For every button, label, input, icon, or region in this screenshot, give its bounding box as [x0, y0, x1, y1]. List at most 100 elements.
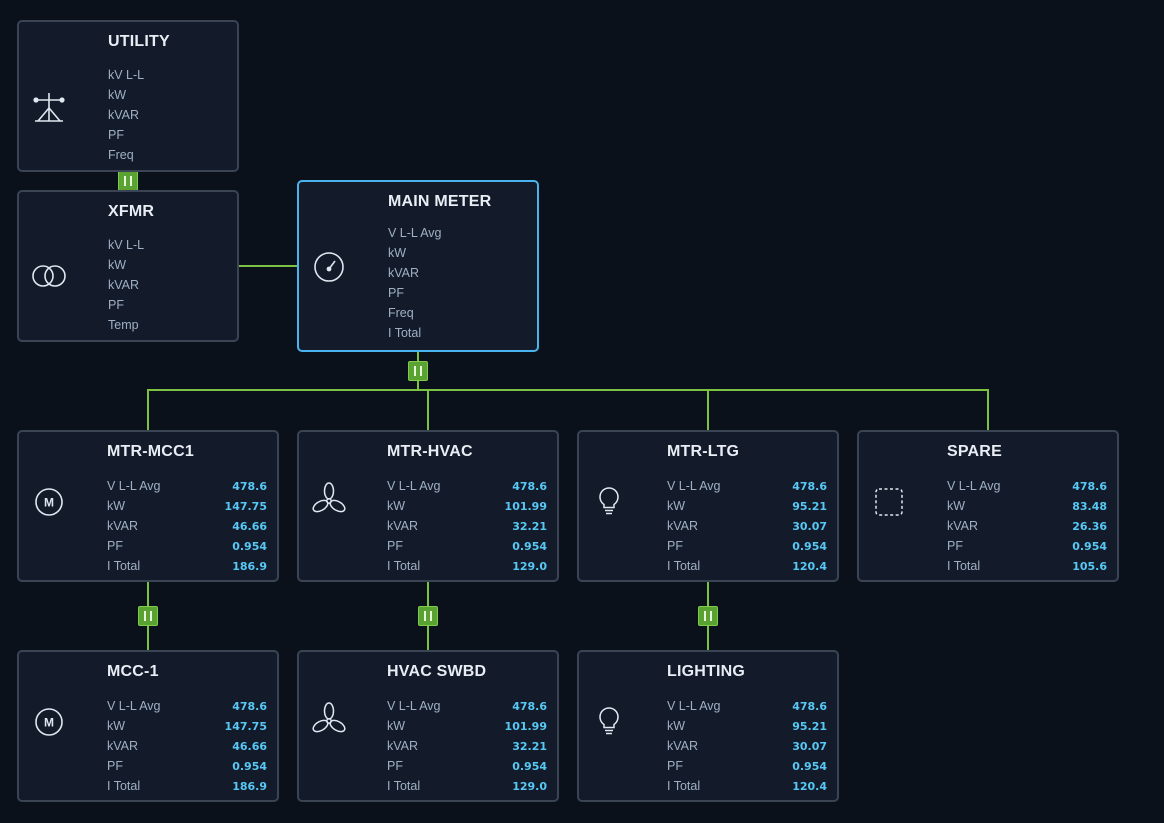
measurement-label: kV L-L	[108, 238, 145, 252]
measurement-value: 478.6	[232, 480, 267, 493]
measurement-row: kW	[388, 243, 527, 263]
node-title: XFMR	[108, 203, 155, 220]
measurement-label: V L-L Avg	[947, 479, 1001, 493]
node-utility[interactable]: UTILITY kV L-L kW kVAR PF Freq	[17, 20, 239, 172]
measurement-label: kW	[108, 88, 127, 102]
measurement-value: 32.21	[512, 520, 547, 533]
measurement-value: 478.6	[512, 700, 547, 713]
measurement-row: Temp	[108, 315, 227, 335]
measurement-label: kVAR	[387, 519, 419, 533]
measurement-value: 32.21	[512, 740, 547, 753]
distribution-bus	[147, 389, 989, 391]
measurement-value: 26.36	[1072, 520, 1107, 533]
bus-drop-mtr-ltg	[707, 389, 709, 433]
breaker-hvac[interactable]	[418, 606, 438, 626]
measurement-value: 0.954	[232, 760, 267, 773]
measurement-row: kW 101.99	[387, 716, 547, 736]
breaker-mcc1[interactable]	[138, 606, 158, 626]
lightbulb-icon	[589, 702, 629, 742]
measurement-row: kVAR	[108, 275, 227, 295]
measurement-value: 0.954	[512, 760, 547, 773]
bus-drop-spare	[987, 389, 989, 433]
measurement-label: V L-L Avg	[667, 479, 721, 493]
node-title: MTR-LTG	[667, 443, 740, 460]
measurement-label: Freq	[108, 148, 134, 162]
measurement-label: I Total	[667, 559, 701, 573]
measurement-row: kVAR	[108, 105, 227, 125]
measurement-label: V L-L Avg	[388, 226, 442, 240]
connector-xfmr-main-meter	[238, 265, 299, 267]
measurement-value: 147.75	[224, 500, 267, 513]
measurement-label: kW	[107, 499, 126, 513]
breaker-main[interactable]	[408, 361, 428, 381]
measurement-value: 120.4	[792, 560, 827, 573]
measurement-value: 0.954	[792, 540, 827, 553]
breaker-utility[interactable]	[118, 171, 138, 191]
measurement-row: kVAR 32.21	[387, 736, 547, 756]
measurement-label: Freq	[388, 306, 414, 320]
measurement-value: 478.6	[792, 700, 827, 713]
measurement-value: 129.0	[512, 560, 547, 573]
measurement-value: 30.07	[792, 740, 827, 753]
measurement-label: kVAR	[108, 278, 140, 292]
measurement-value: 0.954	[1072, 540, 1107, 553]
measurement-label: kW	[388, 246, 407, 260]
measurement-value: 95.21	[792, 500, 827, 513]
node-title: MTR-HVAC	[387, 443, 473, 460]
measurement-label: I Total	[947, 559, 981, 573]
node-main-meter[interactable]: MAIN METER V L-L Avg kW kVAR PF Freq I T…	[297, 180, 539, 352]
fan-icon	[309, 700, 349, 740]
node-title: HVAC SWBD	[387, 663, 487, 680]
measurement-label: kW	[947, 499, 966, 513]
node-xfmr[interactable]: XFMR kV L-L kW kVAR PF Temp	[17, 190, 239, 342]
measurement-label: kVAR	[387, 739, 419, 753]
measurement-value: 0.954	[232, 540, 267, 553]
measurement-value: 186.9	[232, 780, 267, 793]
measurement-value: 30.07	[792, 520, 827, 533]
tower-icon	[29, 88, 69, 128]
bus-drop-mtr-mcc1	[147, 389, 149, 433]
measurement-row: V L-L Avg	[388, 223, 527, 243]
measurement-value: 0.954	[512, 540, 547, 553]
breaker-lighting[interactable]	[698, 606, 718, 626]
measurement-label: kV L-L	[108, 68, 145, 82]
measurement-value: 101.99	[504, 720, 547, 733]
node-title: MAIN METER	[388, 193, 492, 210]
measurement-label: V L-L Avg	[667, 699, 721, 713]
measurement-label: kW	[667, 719, 686, 733]
measurement-row: PF	[108, 125, 227, 145]
measurement-label: V L-L Avg	[107, 699, 161, 713]
measurement-label: kVAR	[107, 519, 139, 533]
measurement-label: kW	[108, 258, 127, 272]
measurement-value: 101.99	[504, 500, 547, 513]
measurement-value: 478.6	[512, 480, 547, 493]
measurement-label: kW	[387, 719, 406, 733]
measurement-label: PF	[108, 128, 124, 142]
node-title: MTR-MCC1	[107, 443, 194, 460]
